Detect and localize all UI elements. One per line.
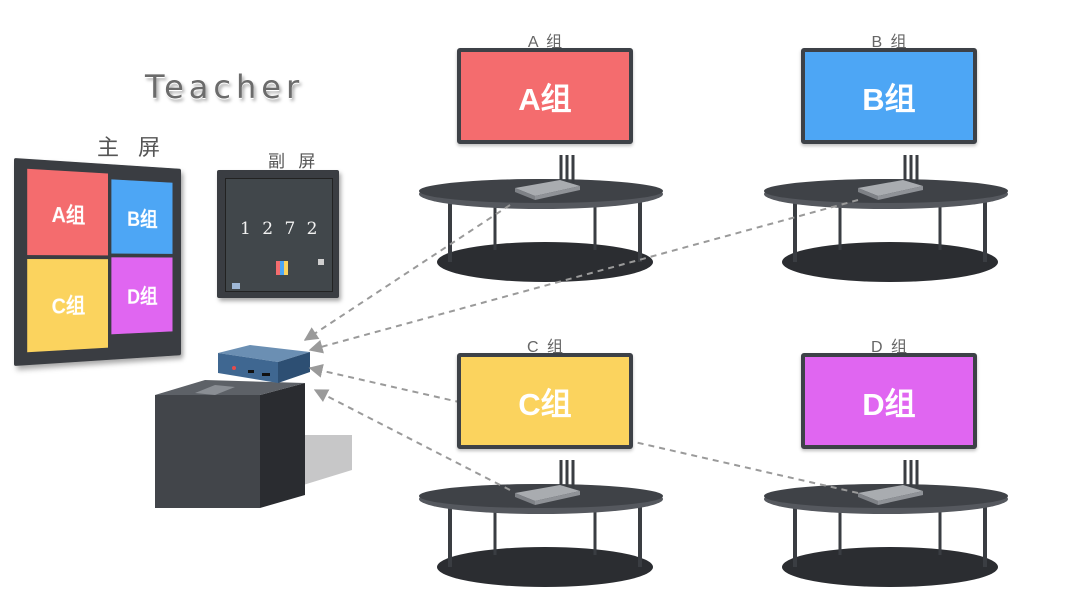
group-c-monitor-label: C组	[518, 379, 571, 424]
group-d-monitor: D组	[801, 353, 977, 449]
group-b-monitor-label: B组	[862, 74, 915, 119]
teacher-desk	[155, 380, 352, 508]
group-b-monitor: B组	[801, 48, 977, 144]
group-a-monitor-label: A组	[518, 74, 571, 119]
teacher-host-box	[218, 345, 310, 383]
group-d-monitor-label: D组	[862, 379, 915, 424]
group-a-monitor: A组	[457, 48, 633, 144]
group-c-monitor: C组	[457, 353, 633, 449]
